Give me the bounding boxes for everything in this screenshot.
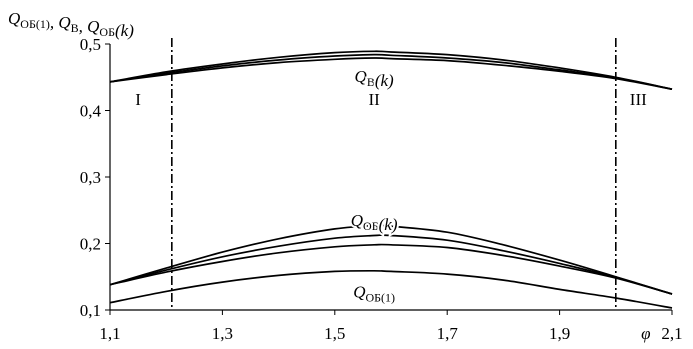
y-tick-label: 0,5: [80, 35, 101, 54]
series-line: [109, 269, 673, 309]
curve-label: QОБ(k): [351, 211, 398, 234]
y-axis-title-text: QОБ(1), QB, QОБ(k): [8, 9, 134, 40]
region-label: II: [368, 90, 380, 109]
x-tick-label: 1,3: [212, 324, 233, 343]
axes: [105, 43, 673, 315]
region-label: III: [630, 90, 647, 109]
region-dividers: [171, 38, 617, 310]
series-line: [109, 57, 673, 91]
x-tick-label: 1,5: [324, 324, 345, 343]
x-tick-label: 1,1: [99, 324, 120, 343]
series-line: [109, 224, 673, 295]
series-line: [109, 53, 673, 91]
series-lines: [109, 50, 673, 309]
curve-label: QОБ(1): [353, 282, 395, 304]
tick-labels: 0,1 0,2 0,3 0,4 0,5 1,1 1,3 1,5 1,7 1,9 2,1: [80, 35, 683, 343]
series-line: [109, 50, 673, 91]
x-tick-label: 1,9: [549, 324, 570, 343]
x-axis-title: φ: [641, 324, 650, 343]
y-tick-label: 0,4: [80, 102, 102, 121]
y-axis-title: QОБ(1), QB, QОБ(k): [8, 9, 134, 40]
x-tick-label: 1,7: [437, 324, 459, 343]
x-tick-label: 2,1: [661, 324, 682, 343]
x-axis-title-text: φ: [641, 324, 650, 343]
series-line: [109, 234, 673, 295]
y-tick-label: 0,2: [80, 235, 101, 254]
y-tick-label: 0,3: [80, 168, 101, 187]
y-tick-label: 0,1: [80, 301, 101, 320]
region-label: I: [135, 90, 141, 109]
curve-label: QB(k): [355, 67, 395, 90]
series-line: [109, 243, 673, 295]
